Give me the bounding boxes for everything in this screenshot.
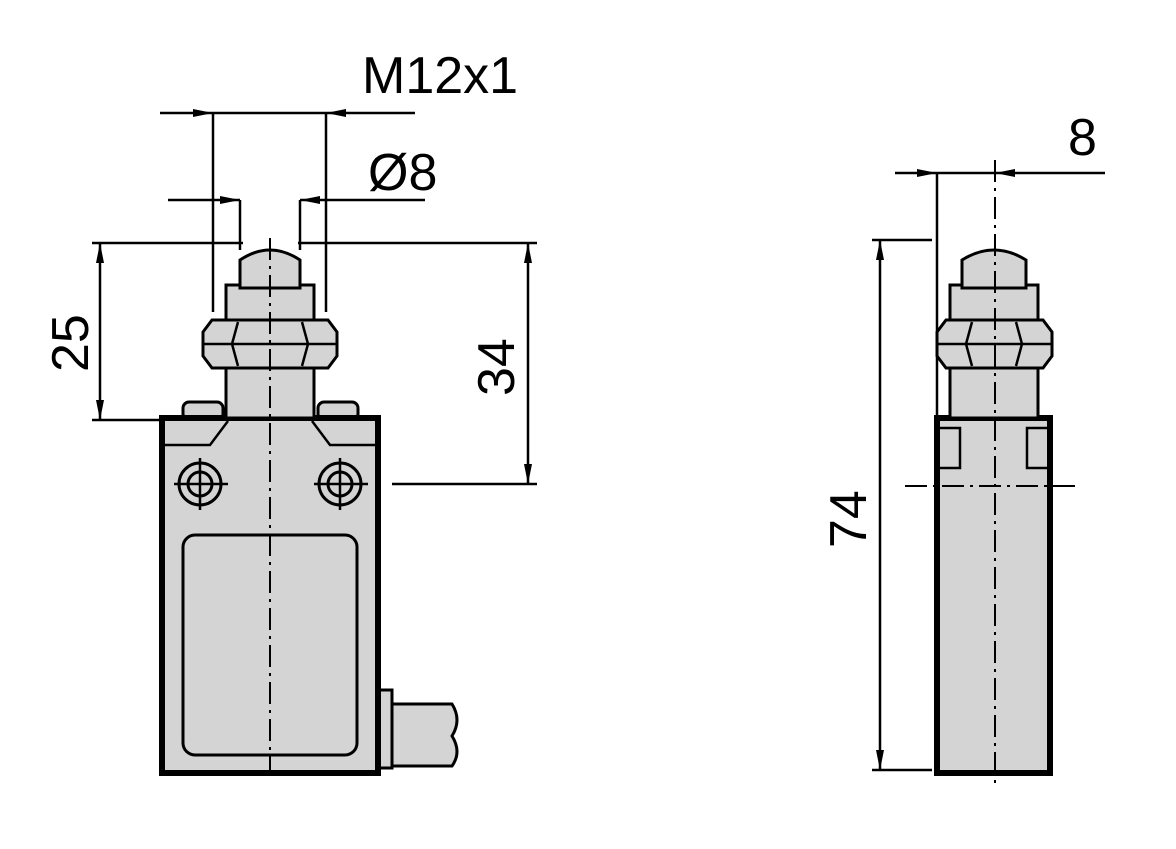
dim-label-74: 74	[820, 490, 878, 548]
hex-nut-side	[935, 318, 1054, 370]
dimension-25: 25	[42, 241, 243, 422]
dim-label-diameter: Ø8	[368, 144, 437, 202]
dim-label-34: 34	[468, 338, 526, 396]
dimension-8: 8	[895, 109, 1105, 418]
dimension-diameter: Ø8	[168, 144, 437, 250]
screw-icon-left	[174, 458, 228, 510]
hex-nut	[201, 318, 339, 370]
dimension-thread: M12x1	[160, 47, 518, 312]
plunger	[238, 248, 302, 290]
switch-body-side	[934, 415, 1053, 776]
side-view	[905, 160, 1075, 785]
dimension-34: 34	[298, 241, 537, 486]
cable	[376, 688, 459, 770]
dimension-74: 74	[820, 238, 932, 772]
screw-icon-right	[314, 458, 368, 510]
dim-label-25: 25	[42, 314, 100, 372]
front-view	[159, 238, 459, 776]
body-shoulders	[165, 420, 375, 447]
dim-label-8: 8	[1068, 109, 1097, 167]
dim-label-thread: M12x1	[362, 47, 518, 105]
